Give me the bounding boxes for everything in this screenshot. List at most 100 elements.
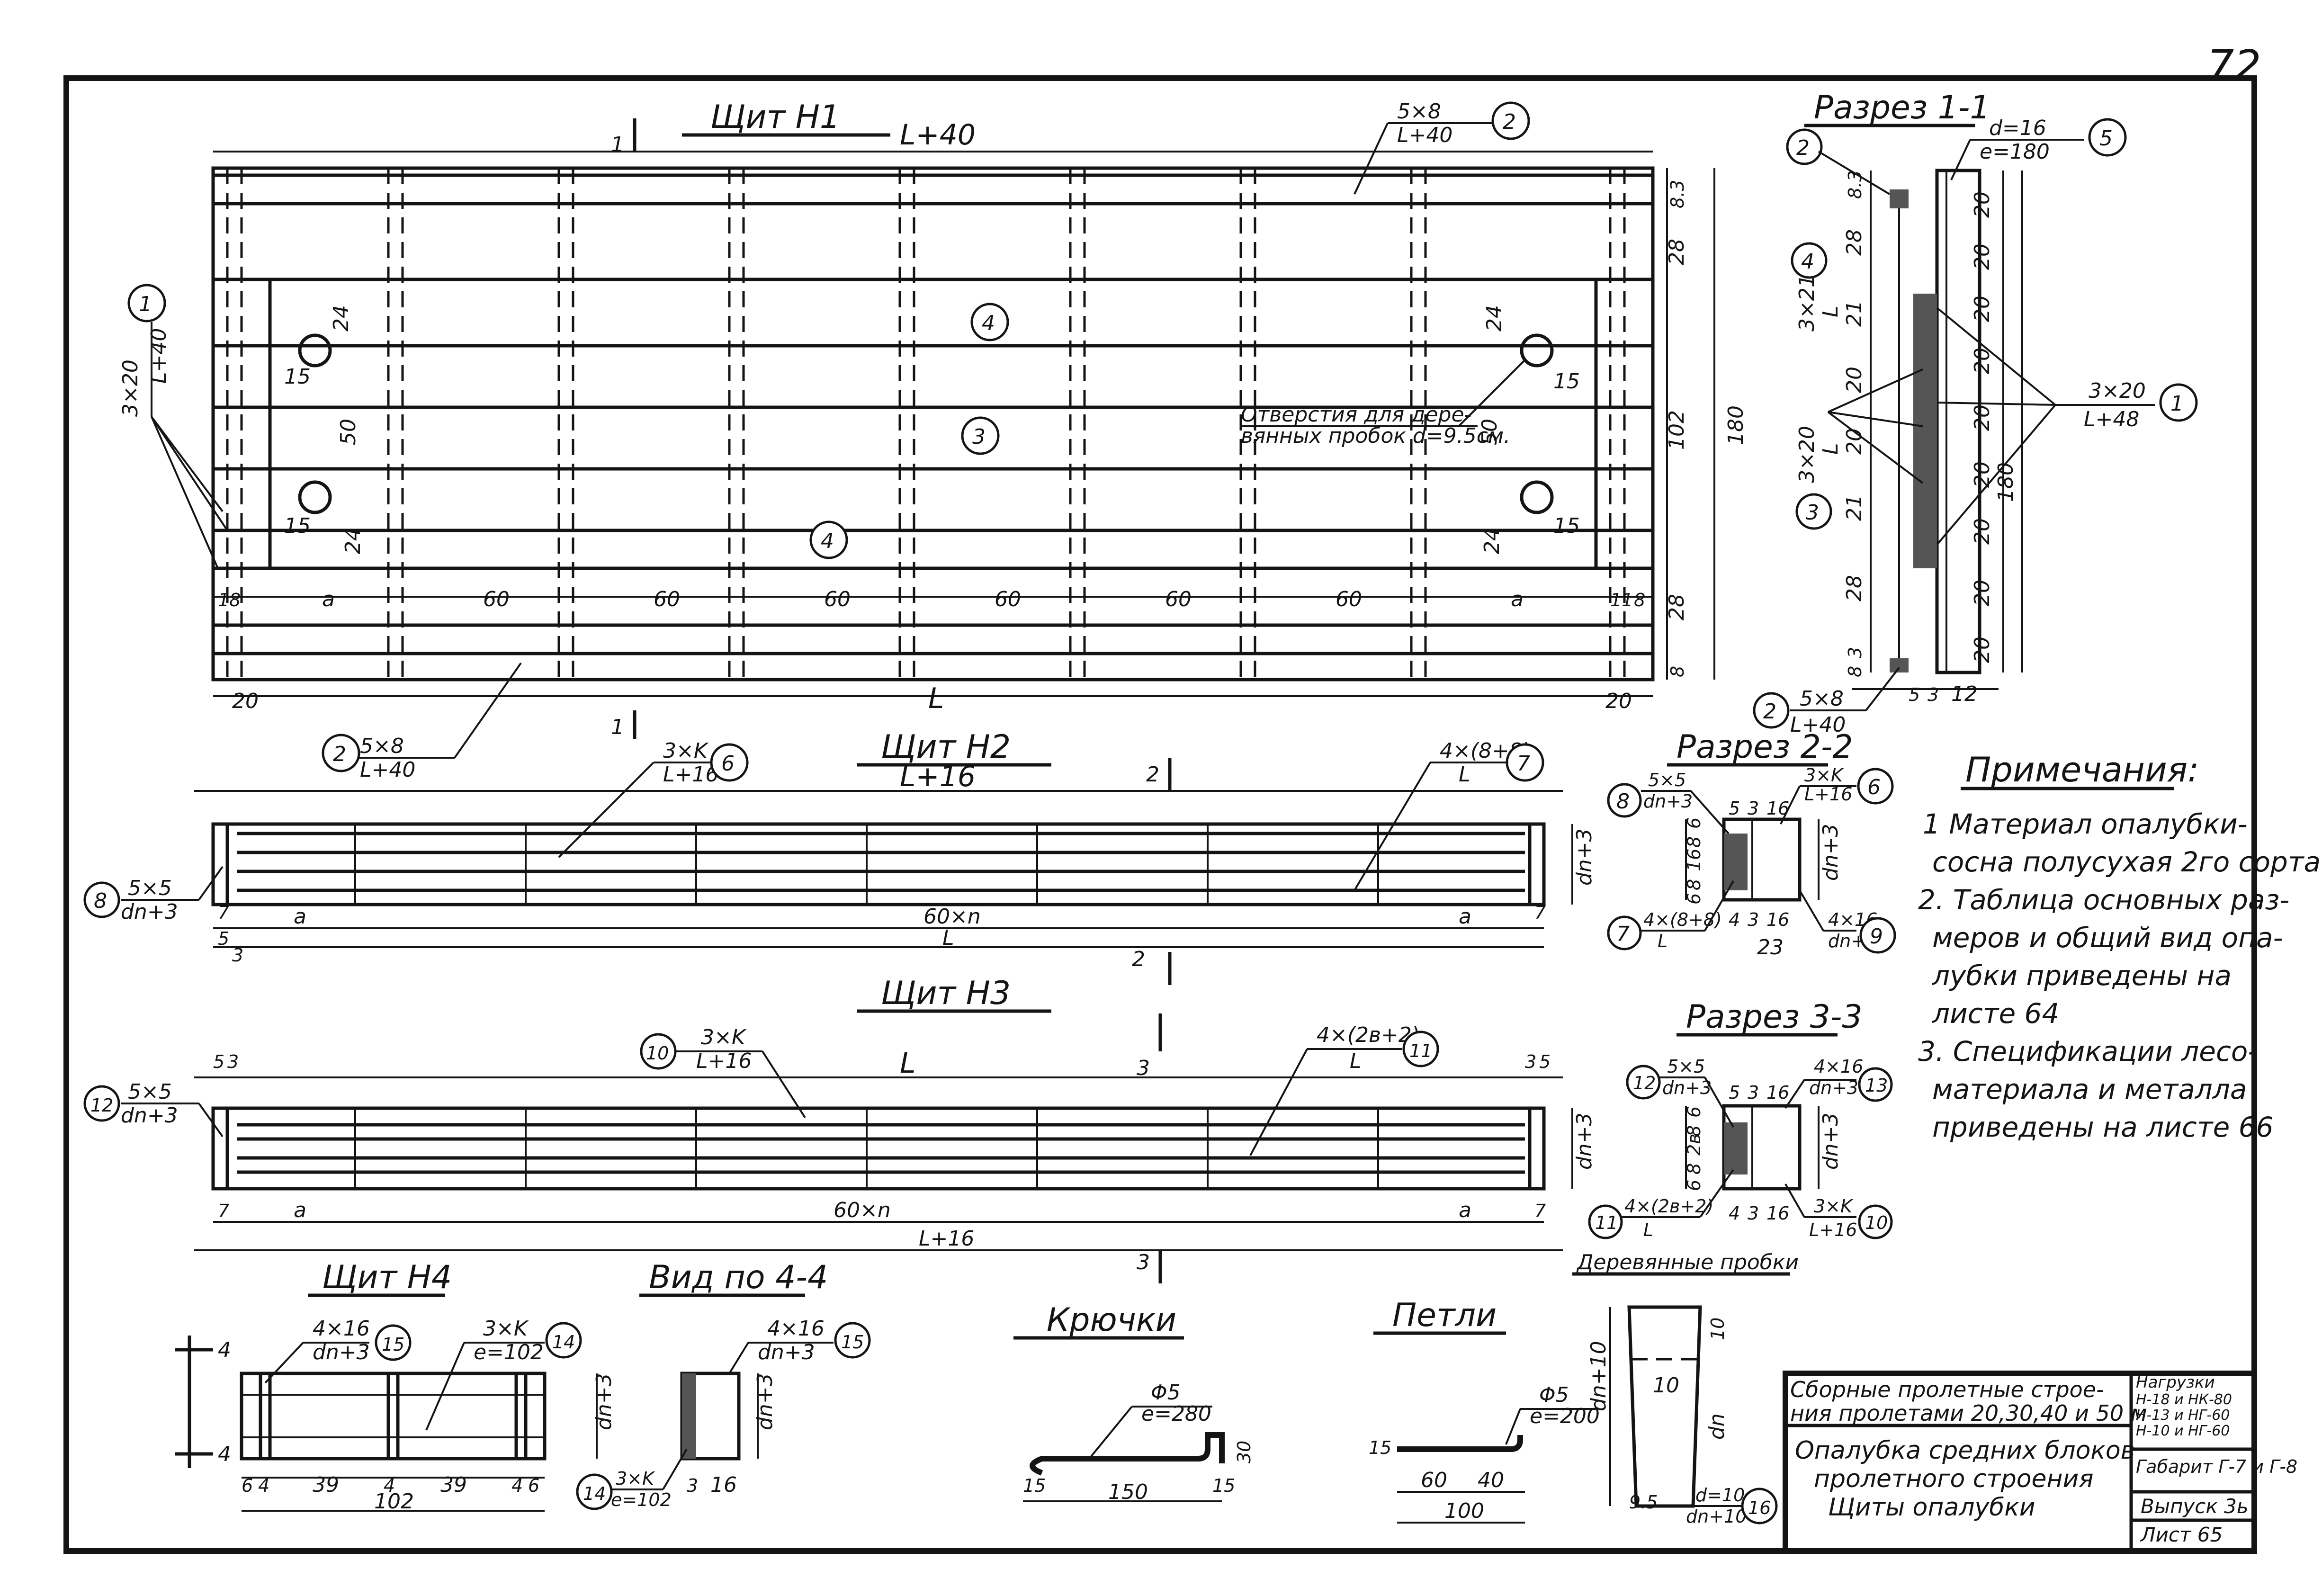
h1-dim-60-1: 60	[483, 587, 510, 611]
h2-title: Щит Н2	[881, 728, 1011, 766]
plugs-dim-d: d=10	[1695, 1485, 1745, 1506]
loops-dim-60: 60	[1421, 1468, 1447, 1492]
title-load-1: Н-18 и НК-80	[2136, 1391, 2232, 1408]
section22-height: dn+3	[1819, 824, 1843, 881]
section33-board10-len: L+16	[1809, 1219, 1857, 1240]
h1-dim-28-bot: 28	[1665, 594, 1689, 620]
h2-dim-span: 60×n	[923, 905, 981, 929]
svg-text:4: 4	[1801, 250, 1814, 274]
title-sheet: Лист 65	[2140, 1523, 2223, 1546]
svg-text:2: 2	[1132, 947, 1145, 971]
h3-top-5-left: 5	[213, 1051, 224, 1072]
title-block: Сборные пролетные строе- ния пролетами 2…	[1783, 1371, 2297, 1554]
h3-board11-len: L	[1350, 1049, 1362, 1073]
svg-text:15: 15	[382, 1334, 404, 1355]
section11-dim-r8: 20	[1970, 637, 1994, 663]
svg-text:8: 8	[94, 889, 107, 913]
section11-dowel-e: e=180	[1980, 140, 2050, 164]
section33-height: dn+3	[1819, 1112, 1843, 1170]
section11-dim-r2: 20	[1970, 296, 1994, 322]
h4-mark-bot: 4	[218, 1442, 231, 1466]
title-load-3: Н-10 и НГ-60	[2136, 1423, 2230, 1439]
h1-dim-24b: 24	[341, 528, 365, 554]
svg-text:15: 15	[841, 1332, 864, 1353]
hooks-title: Крючки	[1047, 1301, 1176, 1339]
h4-board14-len: e=102	[474, 1340, 544, 1364]
section33-bot-4: 4	[1729, 1203, 1740, 1224]
notes-line-9: приведены на листе 66	[1932, 1111, 2274, 1143]
svg-text:4: 4	[821, 529, 834, 553]
title-drawing-1: Опалубка средних блоков	[1795, 1436, 2135, 1465]
svg-text:2: 2	[1146, 762, 1159, 787]
view-h4: Щит Н4 4 4 dn+3 6 4 39 4 39 4 6 102 4×16…	[175, 1259, 616, 1514]
h3-dim-7-right: 7	[1534, 1201, 1546, 1221]
h1-holes-note-1: Отверстия для дере-	[1241, 403, 1471, 427]
plugs-dim-dn10: dn+10	[1686, 1506, 1747, 1527]
h1-dim-60-6: 60	[1336, 587, 1362, 611]
svg-text:5: 5	[2099, 126, 2113, 151]
section22-dim-l1: 8	[1684, 836, 1704, 848]
view-h1: Щит Н1 L+40	[118, 99, 1748, 782]
h1-dim-180: 180	[1724, 405, 1748, 445]
h1-title: Щит Н1	[710, 99, 840, 136]
h2-dim-a-right: a	[1459, 905, 1471, 929]
svg-text:14: 14	[583, 1483, 606, 1504]
h1-board2-bot-len: L+40	[360, 758, 415, 782]
view44-board14-size: 3×K	[616, 1468, 655, 1489]
plugs-dim-10-mid: 10	[1653, 1373, 1679, 1398]
plugs-dim-top: dn+10	[1587, 1341, 1611, 1411]
h3-shield-outline	[211, 1106, 1546, 1191]
h1-dim-15a: 15	[284, 365, 311, 389]
h4-dim-4-mid: 4	[384, 1475, 395, 1496]
section33-title: Разрез 3-3	[1686, 998, 1863, 1036]
h3-board12-len: dn+3	[121, 1103, 178, 1128]
section33-dim-l3: 8	[1684, 1163, 1704, 1175]
notes-line-8: материала и металла	[1932, 1073, 2247, 1105]
h2-dim-7-left: 7	[218, 902, 229, 923]
h3-dim-a-left: a	[294, 1198, 306, 1222]
h1-dim-8b: 8	[1667, 666, 1688, 677]
notes-title: Примечания:	[1965, 750, 2199, 789]
h3-height-dim: dn+3	[1572, 1112, 1596, 1170]
section11-dim-l0: 8.3	[1845, 170, 1865, 199]
section33-board13-len: dn+3	[1809, 1077, 1858, 1098]
h1-dim-24a: 24	[329, 305, 353, 332]
loops-title: Петли	[1392, 1297, 1497, 1334]
h2-bottom-dim: L	[942, 926, 954, 950]
section22-top-5: 5	[1729, 798, 1740, 819]
title-issue: Выпуск 3ь	[2141, 1495, 2249, 1518]
section11-dowel: d=16	[1989, 116, 2046, 140]
h1-dim-50a: 50	[336, 419, 360, 445]
h1-dim-8-3: 8.3	[1667, 180, 1688, 208]
section11-dim-l8: 8	[1845, 666, 1865, 677]
title-project-2: ния пролетами 20,30,40 и 50 м	[1790, 1400, 2147, 1426]
plugs-dim-dn: dn	[1705, 1413, 1729, 1440]
loops-dim-15: 15	[1369, 1437, 1391, 1458]
view44-dim-3: 3	[687, 1475, 698, 1496]
h2-board7-len: L	[1459, 762, 1470, 787]
h1-dim-60-5: 60	[1165, 587, 1192, 611]
h1-board1-len: L+40	[147, 328, 171, 384]
notes-line-7: 3. Спецификации лесо-	[1918, 1035, 2258, 1067]
svg-text:10: 10	[646, 1043, 669, 1064]
section11-dim-r4: 20	[1970, 404, 1994, 431]
h3-middle-dim: L	[900, 1047, 915, 1080]
view44-dim-16: 16	[710, 1473, 737, 1497]
section22-dim-l0: 6	[1684, 817, 1704, 829]
section11-board1-len: L+48	[2084, 407, 2139, 431]
section33-board10-size: 3×K	[1814, 1196, 1854, 1217]
h3-dim-7-left: 7	[218, 1201, 229, 1221]
h1-hole-bl	[298, 480, 332, 514]
section22-dim-l3: 8	[1684, 879, 1704, 890]
hooks-rod-len: e=280	[1141, 1402, 1211, 1426]
section11-bot-3: 3	[1928, 684, 1939, 705]
plugs-title: Деревянные пробки	[1576, 1250, 1799, 1274]
svg-text:8: 8	[1616, 789, 1630, 814]
svg-text:6: 6	[721, 752, 735, 776]
h3-top-5-right: 5	[1539, 1051, 1551, 1072]
title-loads-heading: Нагрузки	[2136, 1373, 2215, 1392]
h4-shield-outline	[240, 1372, 547, 1461]
h4-dim-39-right: 39	[440, 1473, 467, 1497]
h2-overall-dim: L+16	[900, 760, 976, 793]
